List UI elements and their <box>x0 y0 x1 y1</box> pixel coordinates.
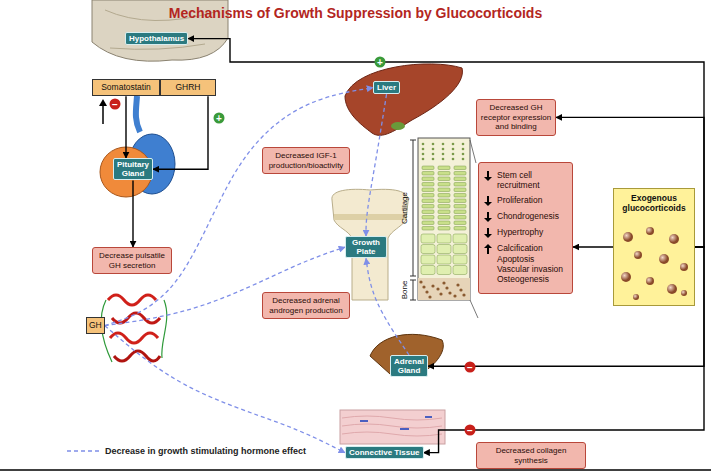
change-arrow <box>483 244 493 254</box>
zoom-line <box>470 140 478 318</box>
node-text: Growth Plate <box>349 238 383 256</box>
effect-row: Calcification Apoptosis Vascular invasio… <box>483 243 568 284</box>
effect-text: Hypertrophy <box>497 227 543 237</box>
organ-label: Connective Tissue <box>345 446 424 459</box>
effect-sign: + <box>375 57 386 68</box>
collagen-fibres <box>342 416 442 436</box>
feedback-arrowhead <box>99 99 107 106</box>
effect-arrow <box>125 96 126 158</box>
change-arrow <box>483 171 493 181</box>
effect-arrow <box>573 246 613 247</box>
node-text: Decreased adrenal androgen production <box>266 296 346 315</box>
change-arrow <box>483 196 493 206</box>
node-text: GHRH <box>163 83 213 92</box>
hormone-box: Somatostatin <box>92 79 160 96</box>
node-text: Connective Tissue <box>349 448 420 457</box>
hormone-effect-arrow <box>105 88 373 326</box>
hormone-box: GHRH <box>160 79 216 96</box>
effect-sign: − <box>465 362 476 373</box>
effect-box: Decreased collagen synthesis <box>476 442 586 469</box>
diagram-title: Mechanisms of Growth Suppression by Gluc… <box>0 5 711 21</box>
growth-plate-band <box>334 214 406 220</box>
effect-box: Decreased IGF-1 production/bioactivity <box>262 147 350 174</box>
node-text: Liver <box>377 83 396 92</box>
effect-sign: + <box>214 113 225 124</box>
hormone-effect-arrow <box>366 258 409 355</box>
effect-box: Decrease pulsatile GH secretion <box>92 247 172 274</box>
zone-label: Bone <box>400 281 409 300</box>
effect-sign: − <box>465 425 476 436</box>
node-text: Decrease pulsatile GH secretion <box>96 251 168 270</box>
effect-text: Stem cell recruitment <box>497 170 568 190</box>
frame-rule <box>0 469 711 471</box>
organ-label: Adrenal Gland <box>390 355 428 377</box>
node-text: Pituitary Gland <box>117 160 149 178</box>
zone-bracket <box>410 140 416 300</box>
effect-box: Decreased adrenal androgen production <box>262 292 350 319</box>
organ-label: Hypothalamus <box>125 32 188 45</box>
chondrocytes <box>419 143 467 299</box>
hormone-effect-arrow <box>105 326 345 453</box>
zone-label: Cartilage <box>400 192 409 224</box>
gallbladder <box>391 122 405 130</box>
node-text: Somatostatin <box>95 83 157 92</box>
pituitary-stalk <box>136 96 140 132</box>
hormone-effect-arrow <box>366 94 387 236</box>
node-text: Decreased collagen synthesis <box>480 446 582 465</box>
liver-illustration <box>345 64 462 135</box>
fibroblast-nucleus <box>360 417 432 429</box>
legend-line <box>67 450 100 452</box>
change-arrow <box>483 212 493 222</box>
effect-row: Stem cell recruitment <box>483 170 568 190</box>
bone-illustration <box>332 189 408 300</box>
node-text: Exogenous glucocorticoids <box>617 193 691 213</box>
bone-zone <box>418 278 470 300</box>
effect-text: Calcification Apoptosis Vascular invasio… <box>497 243 568 284</box>
hormone-box: GH <box>86 317 105 334</box>
node-text: Decreased GH receptor expression and bin… <box>480 103 552 132</box>
growth-plate-section <box>418 138 470 300</box>
effect-text: Proliferation <box>497 195 542 205</box>
node-text: Decreased IGF-1 production/bioactivity <box>266 151 346 170</box>
organ-label: Liver <box>373 81 400 94</box>
drug-box: Exogenous glucocorticoids <box>613 188 695 306</box>
effect-row: Hypertrophy <box>483 227 568 238</box>
legend-text: Decrease in growth stimulating hormone e… <box>105 446 306 456</box>
effect-arrow <box>132 180 133 247</box>
effect-box: Decreased GH receptor expression and bin… <box>476 99 556 136</box>
effect-sign: − <box>110 99 121 110</box>
effect-row: Proliferation <box>483 195 568 206</box>
change-arrow <box>483 228 493 238</box>
node-text: Hypothalamus <box>129 34 184 43</box>
node-text: GH <box>89 321 102 330</box>
organ-label: Pituitary Gland <box>113 158 153 180</box>
organ-label: Growth Plate <box>345 236 387 258</box>
node-text: Adrenal Gland <box>394 357 424 375</box>
effect-arrow <box>153 96 208 169</box>
effect-text: Chondrogenesis <box>497 211 559 221</box>
effect-row: Chondrogenesis <box>483 211 568 222</box>
connective-tissue-illustration <box>340 410 445 444</box>
effects-box: Stem cell recruitmentProliferationChondr… <box>478 162 573 294</box>
